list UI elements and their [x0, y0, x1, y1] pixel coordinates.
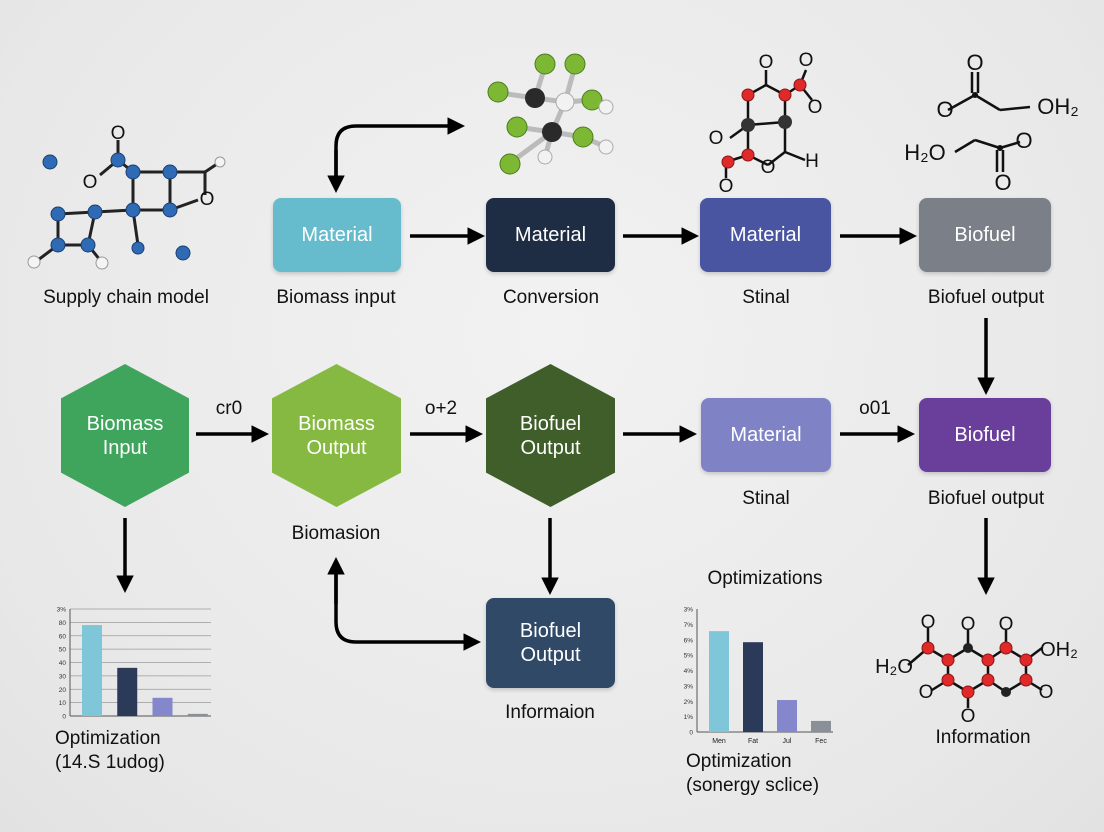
- box-biofuel-row2: Biofuel: [919, 398, 1051, 472]
- arrow-curved-bottom: [334, 568, 481, 651]
- chart-ytick-label: 2%: [684, 699, 694, 706]
- label-stinal-top: Stinal: [742, 287, 790, 308]
- label-supply-chain-model: Supply chain model: [43, 287, 209, 308]
- svg-text:O: O: [1015, 128, 1032, 153]
- label-optimization-mid: Optimization (sonergy sclice): [686, 751, 820, 796]
- chart-ytick-label: 7%: [684, 622, 694, 629]
- optimization-bar-chart-left: 0 10 20 30 40 50 60 80 3%: [57, 607, 211, 721]
- chart-bar: [709, 631, 729, 732]
- svg-text:OH₂: OH₂: [1037, 94, 1079, 119]
- svg-text:O: O: [799, 50, 814, 71]
- label-optimization-left: Optimization (14.S 1udog): [55, 728, 165, 773]
- edge-label-o01: o01: [859, 398, 891, 419]
- chart-ytick-label: 50: [59, 647, 67, 654]
- svg-text:O: O: [936, 97, 953, 122]
- svg-text:O: O: [808, 97, 823, 118]
- chart-ytick-label: 6%: [684, 637, 694, 644]
- chart-ytick-label: 3%: [684, 683, 694, 690]
- chart-bar: [152, 697, 173, 716]
- arrow-curved-top: [334, 117, 465, 184]
- chart-ytick-label: 3%: [684, 607, 694, 614]
- svg-text:O: O: [709, 128, 724, 149]
- molecule-supply-chain-icon: O O O: [27, 123, 226, 270]
- molecule-ball-stick-icon: [487, 53, 614, 175]
- edge-label-o2: o+2: [424, 398, 458, 419]
- svg-text:O: O: [994, 170, 1011, 195]
- chart-ytick-label: 3%: [57, 607, 67, 614]
- box-material-1: Material: [273, 198, 401, 272]
- edge-label-cr0: cr0: [215, 398, 243, 419]
- box-biofuel-output-bottom: Biofuel Output: [486, 598, 615, 688]
- chart-ytick-label: 80: [59, 620, 67, 627]
- svg-text:O: O: [200, 189, 215, 210]
- svg-text:O: O: [719, 176, 734, 197]
- box-material-2: Material: [486, 198, 615, 272]
- svg-text:H₂O: H₂O: [875, 656, 913, 678]
- chart-bar: [743, 642, 763, 732]
- chart-category-label: Fat: [748, 738, 758, 745]
- label-biofuel-output-top: Biofuel output: [927, 287, 1045, 308]
- label-conversion: Conversion: [502, 287, 600, 308]
- label-informaion: Informaion: [505, 702, 595, 723]
- hex-biomass-output: Biomass Output: [272, 364, 401, 507]
- optimization-bar-chart-mid: 0 1% 2% 3% 4% 5% 6% 7% 3% Men Fat Jul Fec: [684, 607, 833, 745]
- chart-bar: [82, 625, 102, 716]
- svg-text:O: O: [919, 682, 934, 703]
- box-biofuel-top: Biofuel: [919, 198, 1051, 272]
- label-optimizations: Optimizations: [707, 568, 823, 589]
- svg-text:O: O: [966, 50, 983, 75]
- chart-bar: [117, 667, 138, 716]
- svg-text:O: O: [83, 172, 98, 193]
- chart-category-label: Men: [712, 738, 726, 745]
- label-biomass-input: Biomass input: [276, 287, 396, 308]
- svg-text:O: O: [921, 612, 936, 633]
- svg-text:OH₂: OH₂: [1040, 639, 1078, 661]
- svg-text:O: O: [1039, 682, 1054, 703]
- hex-biomass-input: Biomass Input: [61, 364, 189, 507]
- svg-text:O: O: [999, 614, 1014, 635]
- label-information: Information: [935, 727, 1031, 748]
- chart-category-label: Fec: [815, 738, 827, 745]
- box-material-row2: Material: [701, 398, 831, 472]
- chart-ytick-label: 20: [59, 687, 67, 694]
- svg-text:O: O: [761, 157, 776, 178]
- box-material-3: Material: [700, 198, 831, 272]
- chart-ytick-label: 0: [689, 730, 693, 737]
- chart-ytick-label: 60: [59, 633, 67, 640]
- label-stinal-mid: Stinal: [742, 488, 790, 509]
- chart-ytick-label: 40: [59, 660, 67, 667]
- svg-text:H: H: [805, 151, 819, 172]
- svg-text:O: O: [111, 123, 126, 144]
- molecule-ring-icon: O O O O O H O: [709, 50, 823, 197]
- svg-text:O: O: [759, 52, 774, 73]
- chart-ytick-label: 1%: [684, 714, 694, 721]
- svg-text:O: O: [961, 706, 976, 727]
- chart-ytick-label: 10: [59, 700, 67, 707]
- hex-biofuel-output: Biofuel Output: [486, 364, 615, 507]
- svg-text:H₂O: H₂O: [904, 140, 946, 165]
- chart-bar: [187, 713, 208, 716]
- label-biomasion: Biomasion: [291, 523, 381, 544]
- label-biofuel-output-mid: Biofuel output: [927, 488, 1045, 509]
- chart-bar: [777, 700, 797, 732]
- molecule-structural-formula-icon: O O OH₂ H₂O O O: [904, 50, 1079, 195]
- svg-text:O: O: [961, 614, 976, 635]
- chart-category-label: Jul: [783, 738, 792, 745]
- chart-bar: [811, 720, 831, 732]
- chart-ytick-label: 4%: [684, 668, 694, 675]
- chart-ytick-label: 30: [59, 673, 67, 680]
- molecule-bottom-ring-icon: O O O H₂O OH₂ O O O: [875, 612, 1078, 727]
- chart-ytick-label: 0: [62, 714, 66, 721]
- chart-ytick-label: 5%: [684, 653, 694, 660]
